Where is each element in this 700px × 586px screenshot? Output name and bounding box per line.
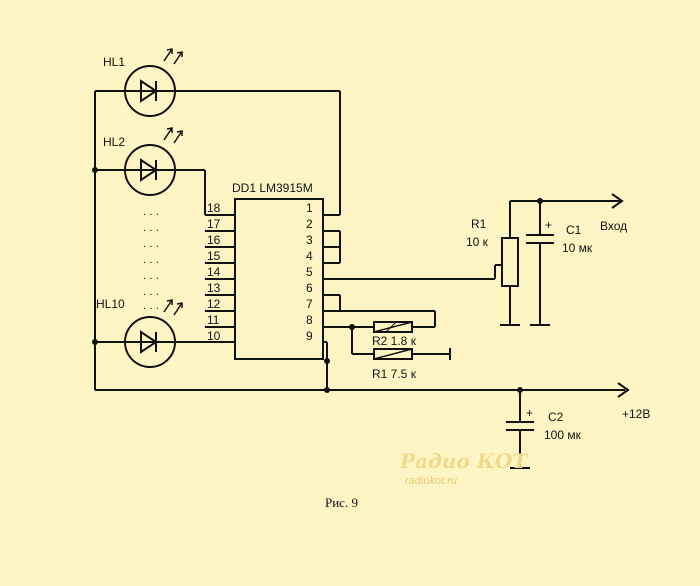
label-hl2: HL2 [103, 135, 125, 149]
ic-pin-numbers-right: 1 2 3 4 5 6 7 8 9 [306, 201, 313, 343]
watermark-url: radiokot.ru [405, 475, 457, 487]
ic-pins-left [205, 214, 235, 343]
label-c1: C1 [566, 223, 582, 237]
pin-label: 11 [207, 313, 220, 327]
label-hl1: HL1 [103, 55, 125, 69]
ic-label: DD1 LM3915M [232, 181, 313, 195]
pin-label: 12 [207, 297, 221, 311]
svg-text:. . .: . . . [143, 271, 159, 282]
pin-label: 10 [207, 329, 221, 343]
resistor-r2 [352, 321, 435, 333]
pin-label: 1 [306, 201, 313, 215]
pin-label: 9 [306, 329, 313, 343]
capacitor-c2 [506, 382, 630, 469]
figure-caption: Рис. 9 [325, 495, 358, 510]
label-r2: R2 1.8 к [372, 334, 417, 348]
svg-text:. . .: . . . [143, 301, 159, 312]
led-hl2 [119, 127, 183, 196]
pin-label: 18 [207, 201, 221, 215]
ic-pin-numbers-left: 18 17 16 15 14 13 12 11 10 [207, 201, 221, 343]
svg-text:. . .: . . . [143, 287, 159, 298]
label-r1-top-value: 10 к [466, 235, 489, 249]
svg-text:. . .: . . . [143, 239, 159, 250]
capacitor-c1 [510, 193, 624, 326]
label-power: +12В [622, 407, 650, 421]
pin-label: 8 [306, 313, 313, 327]
pin-label: 6 [306, 281, 313, 295]
label-c1-value: 10 мк [562, 241, 593, 255]
pin-label: 7 [306, 297, 313, 311]
pin-label: 5 [306, 265, 313, 279]
c2-plus: + [526, 406, 533, 420]
potentiometer-r1 [500, 201, 520, 326]
svg-text:. . .: . . . [143, 255, 159, 266]
wire-signal-to-pot [340, 264, 502, 280]
label-input: Вход [600, 219, 627, 233]
pin-label: 13 [207, 281, 221, 295]
wire-pin-jumpers [323, 231, 436, 390]
label-c2-value: 100 мк [544, 428, 582, 442]
pin-label: 2 [306, 217, 313, 231]
svg-text:. . .: . . . [143, 207, 159, 218]
label-c2: C2 [548, 410, 564, 424]
pin-label: 3 [306, 233, 313, 247]
pin-label: 4 [306, 249, 313, 263]
led-ellipsis: . . . . . . . . . . . . . . . . . . . . … [143, 207, 159, 312]
led-hl1 [119, 48, 183, 117]
label-r1-bottom: R1 7.5 к [372, 367, 417, 381]
resistor-r1-bottom [351, 327, 451, 360]
label-r1-top: R1 [471, 217, 487, 231]
c1-plus: + [545, 218, 552, 232]
wire-led-to-ic [180, 90, 341, 343]
pin-label: 16 [207, 233, 221, 247]
pin-label: 17 [207, 217, 221, 231]
watermark-logo: Радио КОТ [399, 449, 529, 473]
pin-label: 15 [207, 249, 221, 263]
label-hl10: HL10 [96, 297, 125, 311]
svg-text:. . .: . . . [143, 223, 159, 234]
pin-label: 14 [207, 265, 221, 279]
